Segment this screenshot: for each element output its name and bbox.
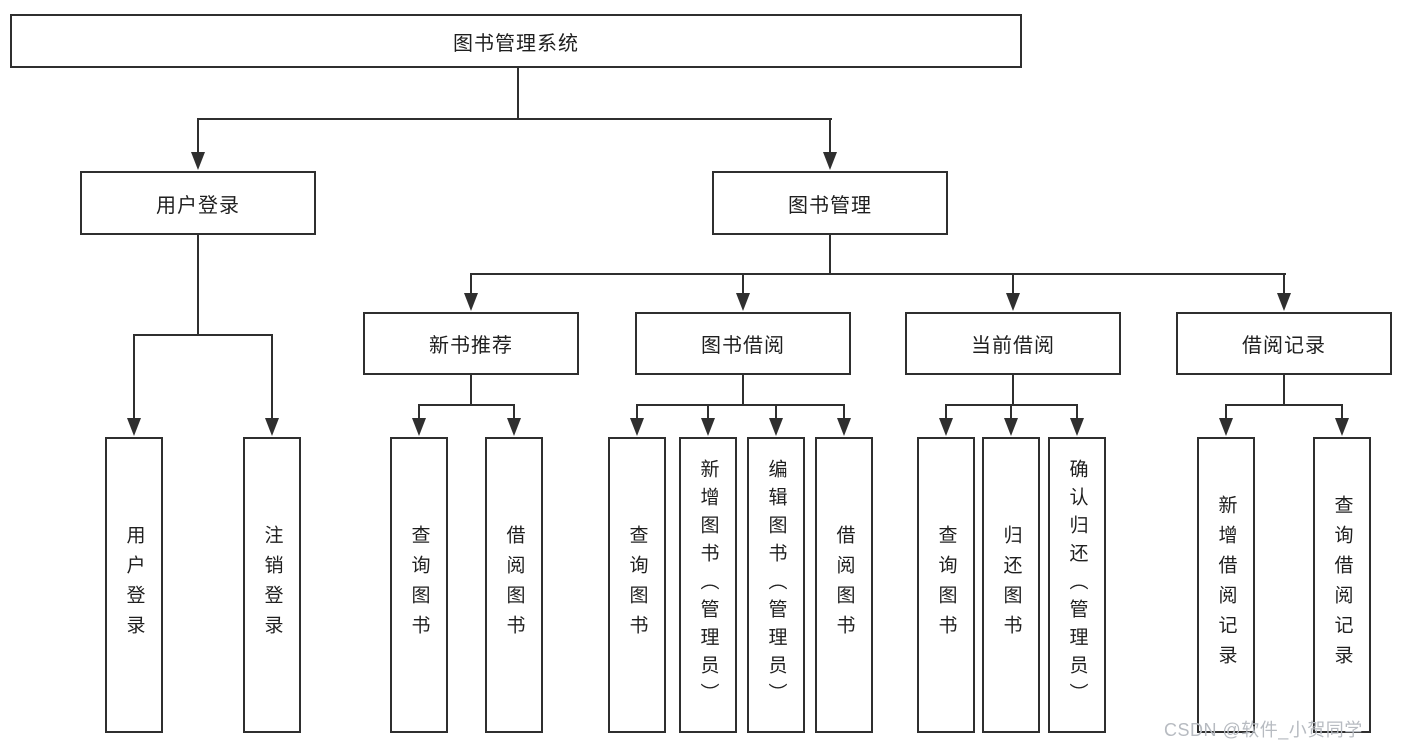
connector-line: [470, 273, 472, 297]
watermark-text: CSDN @软件_小贺同学: [1164, 720, 1363, 740]
node-leaf-records-add: 新增借阅记录: [1197, 437, 1255, 733]
node-leaf-records-query-label: 查询借阅记录: [1331, 495, 1353, 675]
node-leaf-newbooks-borrow-label: 借阅图书: [503, 525, 525, 645]
connector-line: [271, 334, 273, 422]
node-leaf-newbooks-query: 查询图书: [390, 437, 448, 733]
node-leaf-newbooks-query-label: 查询图书: [408, 525, 430, 645]
node-leaf-current-confirm-label: 确认归还（管理员）: [1066, 459, 1088, 711]
node-leaf-borrow-borrow: 借阅图书: [815, 437, 873, 733]
connector-arrow-down: [191, 152, 205, 170]
node-leaf-borrow-query-label: 查询图书: [626, 525, 648, 645]
connector-line: [470, 375, 472, 406]
connector-arrow-down: [1070, 418, 1084, 436]
node-leaf-borrow-edit-label: 编辑图书（管理员）: [765, 459, 787, 711]
node-book-mgmt: 图书管理: [712, 171, 948, 235]
connector-line: [1225, 404, 1227, 421]
node-user-login: 用户登录: [80, 171, 316, 235]
node-leaf-current-return-label: 归还图书: [1000, 525, 1022, 645]
connector-arrow-down: [265, 418, 279, 436]
node-leaf-logout: 注销登录: [243, 437, 301, 733]
connector-line: [1283, 273, 1285, 297]
connector-arrow-down: [412, 418, 426, 436]
node-borrow-records: 借阅记录: [1176, 312, 1392, 375]
node-leaf-current-return: 归还图书: [982, 437, 1040, 733]
connector-line: [470, 273, 1286, 275]
node-leaf-borrow-add-label: 新增图书（管理员）: [697, 459, 719, 711]
node-current-borrow: 当前借阅: [905, 312, 1121, 375]
connector-line: [742, 273, 744, 297]
connector-line: [775, 404, 777, 421]
connector-line: [843, 404, 845, 421]
connector-line: [829, 235, 831, 275]
node-new-books-label: 新书推荐: [429, 335, 513, 357]
connector-arrow-down: [736, 293, 750, 311]
connector-line: [636, 404, 845, 406]
connector-line: [829, 118, 831, 154]
connector-line: [1012, 375, 1014, 406]
node-leaf-borrow-query: 查询图书: [608, 437, 666, 733]
connector-line: [1283, 375, 1285, 406]
connector-line: [133, 334, 273, 336]
connector-line: [418, 404, 420, 421]
connector-line: [1076, 404, 1078, 421]
connector-arrow-down: [823, 152, 837, 170]
connector-line: [513, 404, 515, 421]
node-leaf-user-login-label: 用户登录: [123, 525, 145, 645]
node-root-label: 图书管理系统: [453, 32, 579, 55]
node-leaf-borrow-add: 新增图书（管理员）: [679, 437, 737, 733]
node-borrow-records-label: 借阅记录: [1242, 335, 1326, 357]
node-book-borrow: 图书借阅: [635, 312, 851, 375]
connector-line: [945, 404, 947, 421]
connector-line: [707, 404, 709, 421]
node-leaf-newbooks-borrow: 借阅图书: [485, 437, 543, 733]
node-leaf-borrow-edit: 编辑图书（管理员）: [747, 437, 805, 733]
connector-line: [1012, 273, 1014, 297]
node-leaf-records-query: 查询借阅记录: [1313, 437, 1371, 733]
connector-arrow-down: [769, 418, 783, 436]
node-root: 图书管理系统: [10, 14, 1022, 68]
connector-line: [197, 118, 199, 154]
node-leaf-logout-label: 注销登录: [261, 525, 283, 645]
node-book-borrow-label: 图书借阅: [701, 335, 785, 357]
connector-arrow-down: [464, 293, 478, 311]
connector-arrow-down: [507, 418, 521, 436]
connector-arrow-down: [1277, 293, 1291, 311]
node-leaf-user-login: 用户登录: [105, 437, 163, 733]
connector-line: [1225, 404, 1343, 406]
connector-arrow-down: [1004, 418, 1018, 436]
connector-line: [742, 375, 744, 406]
connector-arrow-down: [1219, 418, 1233, 436]
connector-arrow-down: [701, 418, 715, 436]
connector-arrow-down: [939, 418, 953, 436]
connector-line: [418, 404, 515, 406]
connector-line: [1341, 404, 1343, 421]
connector-arrow-down: [1006, 293, 1020, 311]
node-book-mgmt-label: 图书管理: [788, 194, 872, 217]
connector-line: [1010, 404, 1012, 421]
node-new-books: 新书推荐: [363, 312, 579, 375]
connector-line: [517, 68, 519, 120]
connector-line: [636, 404, 638, 421]
connector-arrow-down: [837, 418, 851, 436]
node-current-borrow-label: 当前借阅: [971, 335, 1055, 357]
connector-arrow-down: [630, 418, 644, 436]
connector-arrow-down: [127, 418, 141, 436]
node-leaf-current-query: 查询图书: [917, 437, 975, 733]
connector-arrow-down: [1335, 418, 1349, 436]
node-user-login-label: 用户登录: [156, 194, 240, 217]
connector-line: [197, 118, 832, 120]
node-leaf-borrow-borrow-label: 借阅图书: [833, 525, 855, 645]
node-leaf-current-confirm: 确认归还（管理员）: [1048, 437, 1106, 733]
connector-line: [197, 235, 199, 336]
node-leaf-records-add-label: 新增借阅记录: [1215, 495, 1237, 675]
connector-line: [133, 334, 135, 422]
node-leaf-current-query-label: 查询图书: [935, 525, 957, 645]
